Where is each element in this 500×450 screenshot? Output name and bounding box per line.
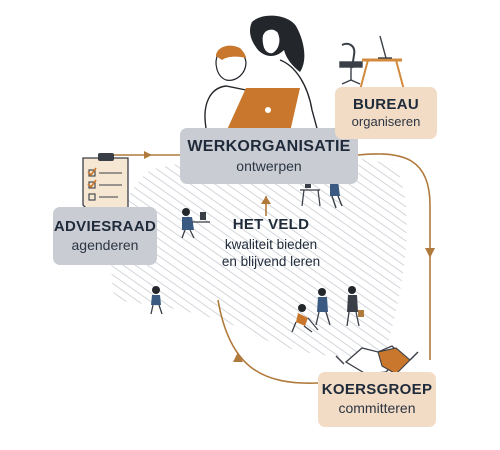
bureau-title: BUREAU: [353, 96, 419, 113]
koersgroep-box: KOERSGROEP committeren: [318, 372, 436, 427]
adviesraad-title: ADVIESRAAD: [53, 218, 157, 235]
bureau-subtitle: organiseren: [351, 114, 421, 129]
people-at-laptop-illustration: [204, 15, 319, 133]
checklist-clipboard-icon: [82, 153, 129, 215]
adviesraad-box: ADVIESRAAD agenderen: [53, 207, 157, 265]
person-walking-left: [150, 286, 163, 315]
group-of-people-bottom-right: [291, 286, 364, 333]
bureau-box: BUREAU organiseren: [335, 87, 437, 139]
koersgroep-subtitle: committeren: [338, 400, 416, 416]
people-in-field-illustration: [150, 172, 364, 333]
het-veld-title: HET VELD: [232, 216, 310, 233]
het-veld-label: HET VELD kwaliteit bieden en blijvend le…: [196, 216, 346, 270]
adviesraad-subtitle: agenderen: [71, 237, 139, 253]
arrow-heads: [144, 151, 435, 362]
person-at-desk-left: [181, 208, 210, 239]
field-hatch-area: [111, 154, 407, 357]
werkorganisatie-box: WERKORGANISATIE ontwerpen: [180, 128, 358, 184]
het-veld-subtitle: kwaliteit bieden en blijvend leren: [221, 237, 321, 269]
werkorganisatie-subtitle: ontwerpen: [236, 158, 302, 174]
koersgroep-title: KOERSGROEP: [321, 381, 433, 398]
werkorganisatie-title: WERKORGANISATIE: [187, 138, 351, 155]
desk-chair-illustration: [339, 35, 405, 91]
